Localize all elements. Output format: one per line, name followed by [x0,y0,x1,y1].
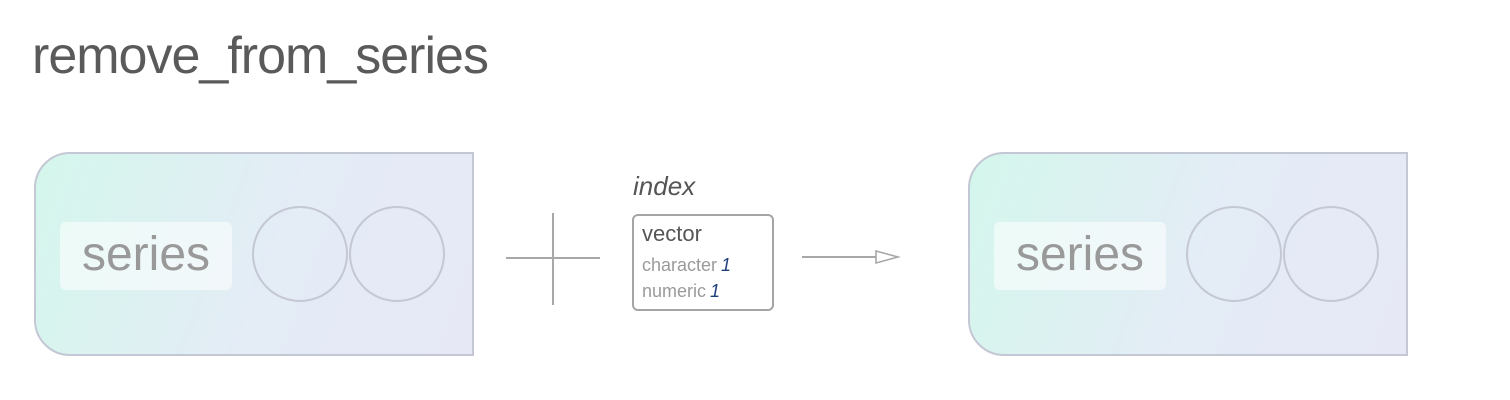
output-series-box: series [968,152,1408,356]
argument-row-count: 1 [710,281,721,301]
argument-name: index [633,171,696,201]
input-series-label: series [60,222,232,290]
argument-row-count: 1 [721,255,732,275]
input-series-element-circle [252,206,348,302]
argument-row-type: character [642,255,718,275]
output-series-element-circle [1283,206,1379,302]
input-series-element-circle [349,206,445,302]
diagram-title: remove_from_series [32,27,489,85]
result-arrow-icon [802,249,902,265]
argument-row-type: numeric [642,281,707,301]
input-series-box: series [34,152,474,356]
argument-type: vector [642,221,702,246]
plus-vertical-stroke [552,213,554,305]
output-series-label: series [994,222,1166,290]
output-series-element-circle [1186,206,1282,302]
